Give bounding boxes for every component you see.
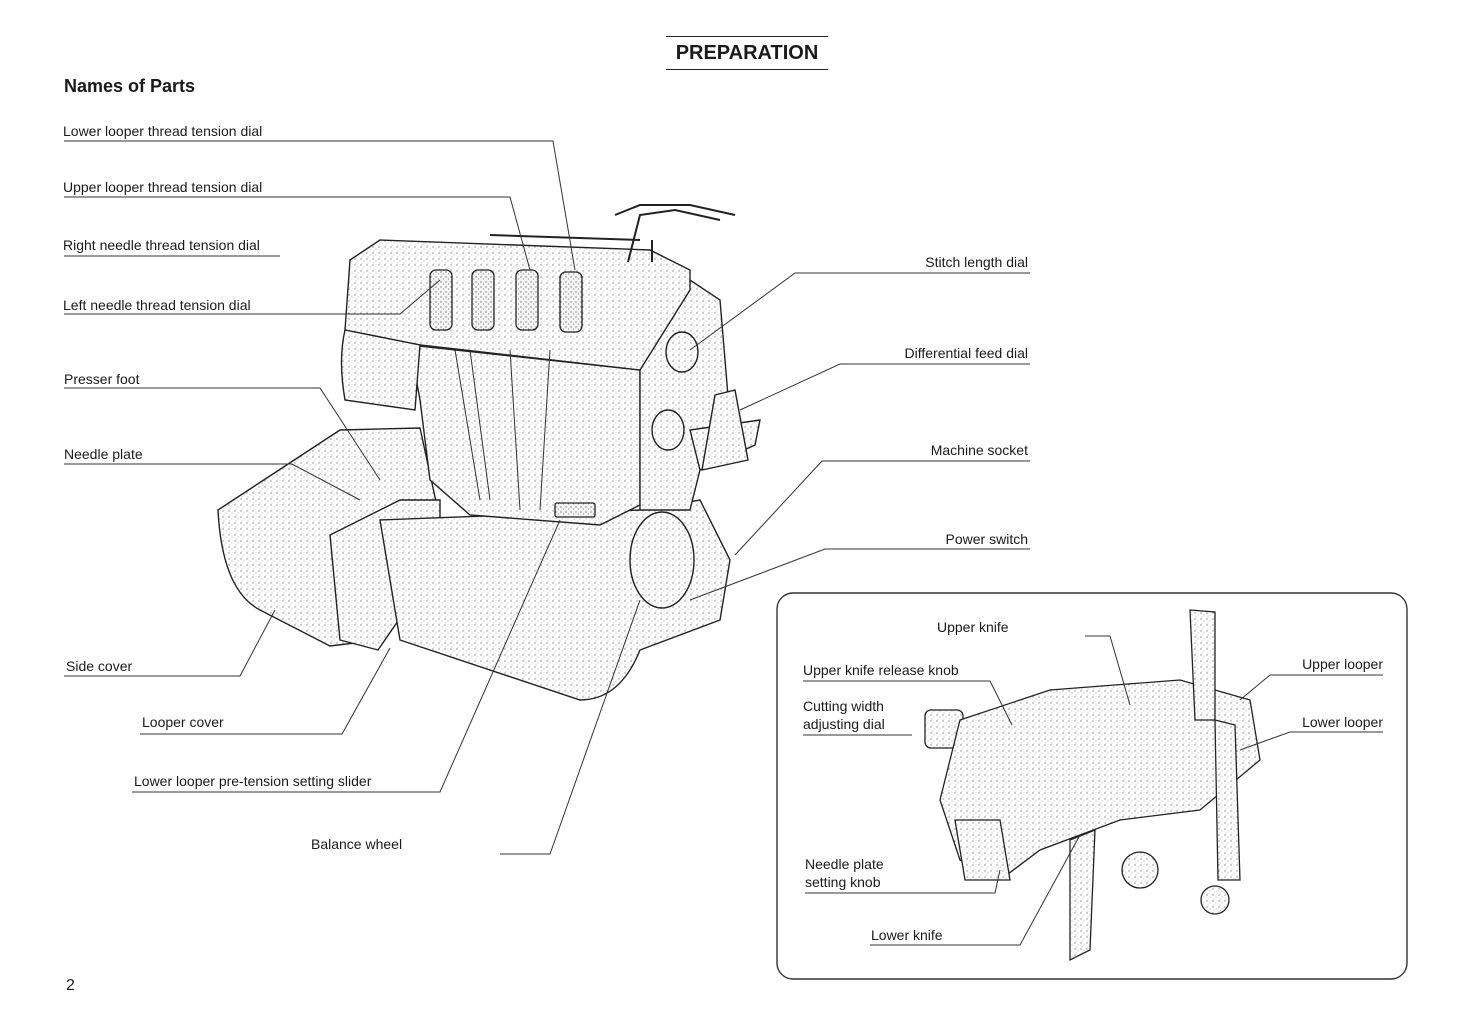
leader-lower-knife — [870, 834, 1081, 946]
label-upper-knife-release-knob: Upper knife release knob — [803, 662, 959, 678]
leader-lower-looper — [1239, 731, 1383, 751]
label-cutting-width-line2: adjusting dial — [803, 716, 885, 732]
label-machine-socket: Machine socket — [930, 442, 1028, 458]
label-lower-looper: Lower looper — [1302, 714, 1383, 730]
label-stitch-length-dial: Stitch length dial — [925, 254, 1028, 270]
tension-dials — [429, 269, 596, 518]
leader-looper-cover — [140, 647, 391, 735]
leader-pre-tension-slider — [132, 519, 561, 793]
label-pre-tension-slider: Lower looper pre-tension setting slider — [134, 773, 372, 789]
leader-upper-looper — [1239, 674, 1383, 701]
leader-upper-knife-release — [803, 680, 1013, 726]
label-left-needle-tension-dial: Left needle thread tension dial — [63, 297, 251, 313]
page-number: 2 — [66, 977, 75, 994]
differential-feed-dial-shape — [651, 409, 685, 451]
inset-leader-lines — [803, 635, 1383, 946]
thread-guide — [489, 204, 736, 263]
leader-power-switch — [689, 548, 1030, 601]
label-lower-knife: Lower knife — [871, 927, 943, 943]
balance-wheel-shape — [629, 511, 695, 609]
leader-side-cover — [64, 609, 276, 677]
machine-body — [217, 239, 761, 701]
label-differential-feed-dial: Differential feed dial — [904, 345, 1028, 361]
leader-stitch-length — [689, 272, 1030, 351]
leader-machine-socket — [734, 460, 1030, 556]
left-head-shape — [340, 329, 421, 411]
leader-presser-foot — [64, 387, 381, 481]
label-upper-looper-tension-dial: Upper looper thread tension dial — [63, 179, 263, 195]
label-upper-knife: Upper knife — [937, 619, 1009, 635]
label-cutting-width-line1: Cutting width — [803, 698, 884, 714]
thread-strands — [454, 349, 551, 511]
leader-needle-plate-knob — [805, 869, 1001, 894]
label-upper-looper: Upper looper — [1302, 656, 1383, 672]
label-lower-looper-tension-dial: Lower looper thread tension dial — [63, 123, 263, 139]
label-needle-plate: Needle plate — [64, 446, 143, 462]
leader-upper-looper-tension — [64, 196, 531, 271]
inset-frame — [776, 592, 1408, 980]
thread-cone-shape — [701, 389, 749, 471]
leader-differential-feed — [739, 363, 1030, 411]
leader-needle-plate — [64, 463, 361, 501]
front-panel-shape — [409, 344, 641, 526]
section-title: Names of Parts — [64, 76, 196, 96]
label-right-needle-tension-dial: Right needle thread tension dial — [63, 237, 260, 253]
label-looper-cover: Looper cover — [142, 714, 224, 730]
label-needle-plate-knob-line2: setting knob — [805, 874, 881, 890]
leader-lower-looper-tension — [64, 140, 576, 271]
label-power-switch: Power switch — [945, 531, 1028, 547]
stitch-length-dial-shape — [665, 331, 699, 373]
label-needle-plate-knob-line1: Needle plate — [805, 856, 884, 872]
leader-upper-knife — [1085, 635, 1131, 706]
page-title: PREPARATION — [666, 36, 828, 70]
label-balance-wheel: Balance wheel — [311, 836, 403, 852]
leader-left-needle-tension — [64, 279, 441, 315]
leader-lines — [64, 140, 1030, 855]
inset-mechanism — [924, 609, 1261, 962]
leader-balance-wheel — [500, 599, 641, 855]
label-presser-foot: Presser foot — [64, 371, 140, 387]
label-side-cover: Side cover — [66, 658, 133, 674]
